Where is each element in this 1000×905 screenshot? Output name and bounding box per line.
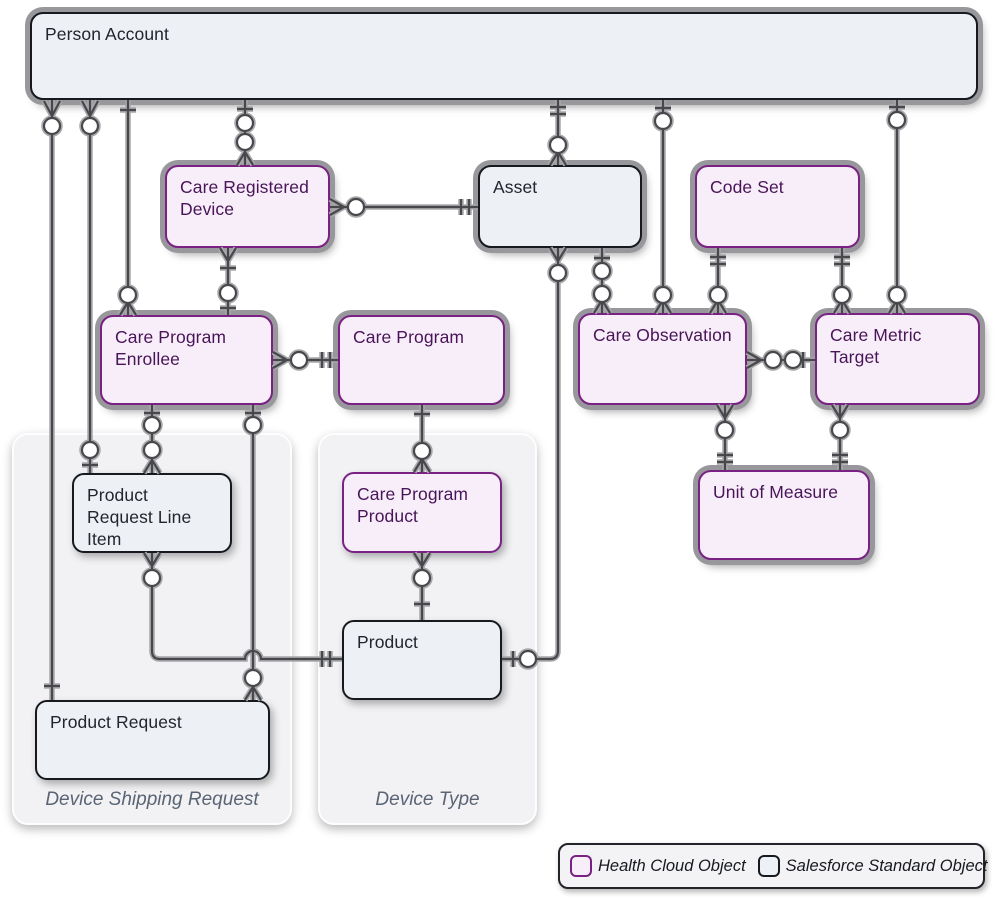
node-care-program: Care Program	[338, 315, 505, 405]
group-label-device-type: Device Type	[375, 789, 480, 810]
node-label: Care Metric Target	[830, 325, 922, 367]
node-product: Product	[342, 620, 502, 700]
node-care-program-enrollee: Care Program Enrollee	[100, 315, 273, 405]
node-label: Asset	[493, 177, 538, 197]
node-label: Care Program Enrollee	[115, 327, 227, 369]
node-care-program-product: Care Program Product	[342, 472, 502, 553]
node-unit-of-measure: Unit of Measure	[698, 470, 870, 560]
node-product-request: Product Request	[35, 700, 270, 780]
node-label: Code Set	[710, 177, 784, 197]
node-care-observation: Care Observation	[578, 313, 747, 405]
node-care-metric-target: Care Metric Target	[815, 313, 980, 405]
group-label-device-shipping-request: Device Shipping Request	[45, 789, 259, 810]
node-person-account: Person Account	[30, 12, 978, 100]
node-label: Product Request	[50, 712, 182, 732]
legend-label-standard: Salesforce Standard Object	[785, 856, 988, 875]
node-code-set: Code Set	[695, 165, 860, 248]
node-label: Unit of Measure	[713, 482, 839, 502]
node-care-registered-device: Care Registered Device	[165, 165, 330, 248]
health-cloud-swatch-icon	[570, 855, 592, 877]
legend-label-health-cloud: Health Cloud Object	[598, 856, 746, 875]
standard-object-swatch-icon	[757, 855, 780, 877]
node-label: Person Account	[45, 24, 169, 44]
node-label: Care Program Product	[357, 484, 469, 526]
node-product-request-line-item: Product Request Line Item	[72, 473, 232, 553]
node-label: Care Observation	[593, 325, 732, 345]
node-label: Care Registered Device	[180, 177, 309, 219]
node-label: Care Program	[353, 327, 465, 347]
node-asset: Asset	[478, 165, 642, 248]
legend: Health Cloud Object Salesforce Standard …	[558, 843, 988, 889]
node-label: Product	[357, 632, 419, 652]
node-label: Product Request Line Item	[87, 485, 192, 549]
